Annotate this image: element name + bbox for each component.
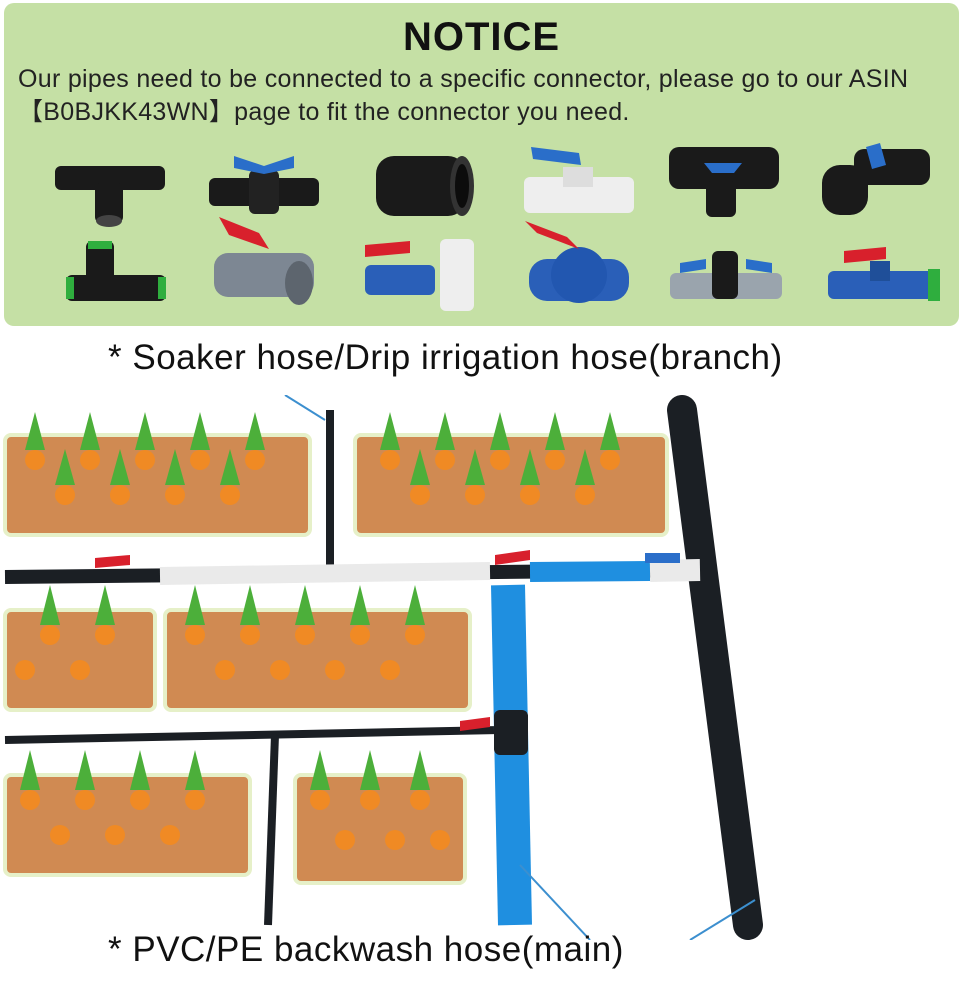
notice-panel: NOTICE Our pipes need to be connected to… — [4, 3, 959, 326]
notice-title: NOTICE — [402, 15, 561, 59]
red-handle-valve — [95, 550, 530, 731]
grey-red-handle-valve-icon — [209, 213, 329, 311]
irrigation-diagram — [0, 395, 963, 940]
green-tee-connector-icon — [56, 235, 176, 313]
white-pvc-pipe — [159, 562, 491, 585]
pointer-arrow — [284, 395, 756, 940]
branch-drip-hose — [4, 410, 501, 926]
blue-handle-valve-icon — [204, 148, 324, 226]
branch-hose-label: * Soaker hose/Drip irrigation hose(branc… — [108, 338, 783, 377]
main-black-pipe — [667, 395, 763, 940]
soil-bed — [3, 433, 669, 885]
black-tee-valve-icon — [664, 141, 784, 219]
blue-ball-valve-icon — [519, 215, 639, 313]
blue-red-handle-straight-valve-icon — [824, 243, 944, 321]
blue-red-handle-tee-valve-icon — [360, 235, 480, 313]
main-hose-label: * PVC/PE backwash hose(main) — [108, 930, 624, 969]
notice-text: Our pipes need to be connected to a spec… — [18, 65, 909, 126]
black-straight-coupling-icon — [366, 148, 486, 226]
black-tee-connector-icon — [50, 151, 170, 229]
grey-blue-double-valve-icon — [666, 241, 786, 319]
black-elbow-valve-icon — [814, 139, 934, 217]
blue-handle-valve — [645, 553, 680, 563]
carrot-row — [15, 412, 620, 850]
blue-pvc-pipe — [529, 561, 651, 582]
white-pvc-valve-icon — [519, 143, 639, 221]
